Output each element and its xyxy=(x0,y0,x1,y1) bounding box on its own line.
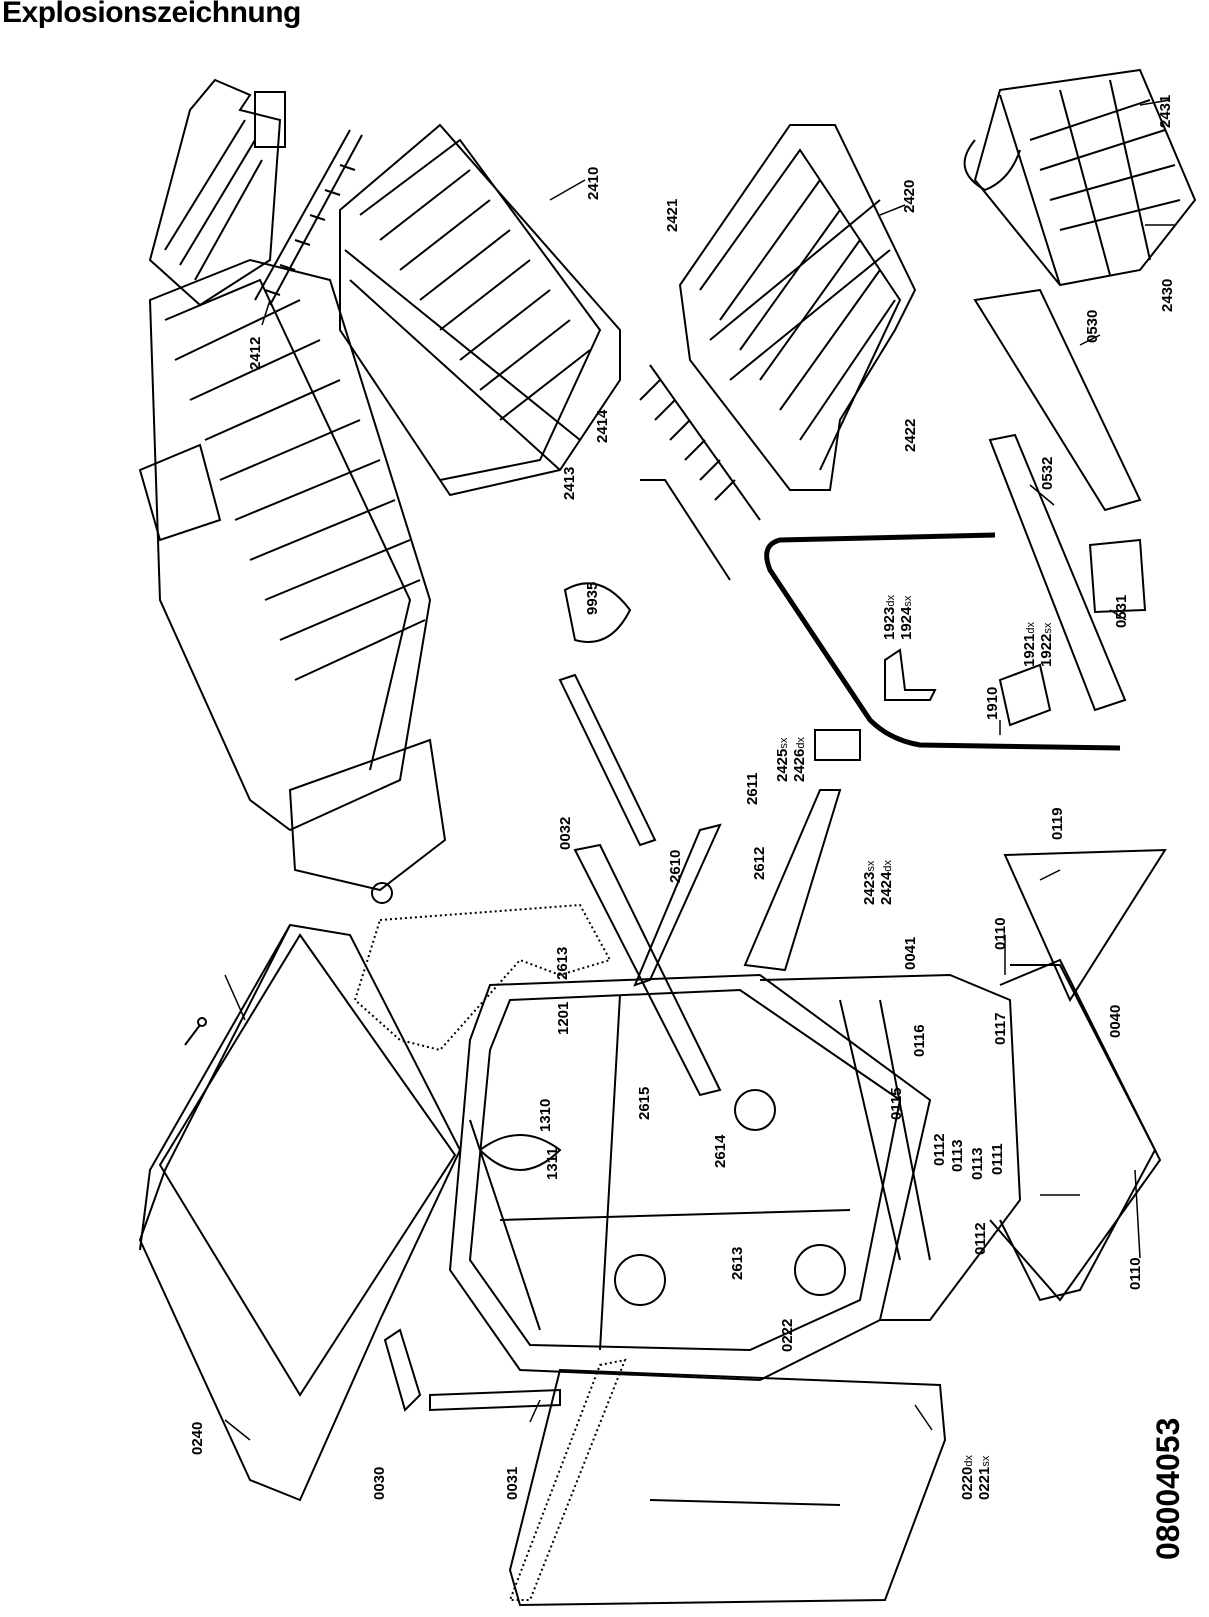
plinth-panels-drawing xyxy=(973,288,1147,712)
part-label-0112-lower: 0112 xyxy=(972,1222,989,1255)
part-label-0111: 0111 xyxy=(989,1143,1006,1175)
part-label-2611: 2611 xyxy=(744,772,761,805)
hinge-drawing xyxy=(383,1328,561,1412)
cutlery-basket-drawing xyxy=(963,68,1197,287)
part-suffix-1923: dx xyxy=(885,595,897,607)
part-label-0110-bottom: 0110 xyxy=(1127,1257,1144,1290)
strips-drawing xyxy=(558,673,842,1097)
part-label-0220-0221: 0220dx 0221sx xyxy=(959,1455,993,1500)
part-label-0115: 0115 xyxy=(888,1087,905,1120)
part-label-1923-1924: 1923dx 1924sx xyxy=(881,595,915,640)
part-label-2420: 2420 xyxy=(901,179,918,213)
part-label-0032: 0032 xyxy=(557,816,574,850)
part-label-1201: 1201 xyxy=(555,1001,572,1035)
part-suffix-2424: dx xyxy=(881,860,894,872)
part-label-2414: 2414 xyxy=(594,409,611,443)
part-label-2412: 2412 xyxy=(247,336,264,370)
part-suffix-1924: sx xyxy=(901,595,914,607)
part-label-0030: 0030 xyxy=(371,1466,388,1500)
part-label-1921-1922: 1921dx 1922sx xyxy=(1021,622,1055,667)
part-suffix-2425: sx xyxy=(778,737,790,749)
part-label-2613-top: 2613 xyxy=(554,946,571,980)
lower-basket-drawing xyxy=(138,258,447,904)
part-label-1910: 1910 xyxy=(984,686,1001,720)
part-label-0222: 0222 xyxy=(779,1318,796,1352)
part-suffix-0220: dx xyxy=(963,1455,975,1467)
part-label-0117: 0117 xyxy=(992,1012,1009,1045)
part-label-0532: 0532 xyxy=(1039,456,1056,490)
part-suffix-2426: dx xyxy=(794,737,807,749)
part-label-0116: 0116 xyxy=(911,1024,928,1057)
part-label-0040: 0040 xyxy=(1107,1004,1124,1038)
part-number-1922: 1922 xyxy=(1037,633,1055,667)
part-number-0220: 0220 xyxy=(959,1466,976,1500)
part-label-2425-2426: 2425sx 2426dx xyxy=(774,737,808,782)
part-label-2613-bottom: 2613 xyxy=(729,1246,746,1280)
cutlery-rack-drawing xyxy=(148,78,286,307)
part-label-0031: 0031 xyxy=(504,1466,521,1500)
part-label-0113-lower: 0113 xyxy=(969,1147,986,1180)
part-label-0113-upper: 0113 xyxy=(949,1139,966,1172)
part-suffix-0221: sx xyxy=(979,1455,992,1467)
part-label-0530: 0530 xyxy=(1084,309,1101,343)
part-suffix-1921: dx xyxy=(1025,622,1037,634)
part-label-2413: 2413 xyxy=(561,466,578,500)
document-number: 08004053 xyxy=(1150,1417,1186,1560)
base-plate-drawing xyxy=(989,958,1162,1302)
part-number-0221: 0221 xyxy=(975,1466,993,1500)
part-label-0240: 0240 xyxy=(189,1421,206,1455)
part-number-2425: 2425 xyxy=(774,748,791,782)
part-label-2422: 2422 xyxy=(902,418,919,452)
part-label-0119: 0119 xyxy=(1049,807,1066,840)
part-label-2610: 2610 xyxy=(667,849,684,883)
part-suffix-1922: sx xyxy=(1041,622,1054,634)
tine-strip-drawing xyxy=(254,129,363,306)
door-drawing xyxy=(138,923,462,1502)
part-label-2614: 2614 xyxy=(712,1134,729,1168)
part-label-9935: 9935 xyxy=(584,581,601,615)
tine-rack-drawing xyxy=(639,364,761,581)
part-number-1923: 1923 xyxy=(881,606,898,640)
part-label-0112-upper: 0112 xyxy=(931,1133,948,1166)
part-label-2430: 2430 xyxy=(1159,278,1176,312)
tub-frame-drawing xyxy=(448,973,932,1382)
part-label-2431: 2431 xyxy=(1157,94,1174,128)
hardware-bag-drawing xyxy=(1003,848,1167,1003)
part-label-2410: 2410 xyxy=(585,166,602,200)
lower-basket-2420-drawing xyxy=(678,124,917,491)
part-number-1924: 1924 xyxy=(897,606,915,640)
page-title: Explosionszeichnung xyxy=(2,0,301,29)
clips-drawing xyxy=(563,582,1052,761)
part-label-0041: 0041 xyxy=(902,936,919,970)
part-label-2423-2424: 2423sx 2424dx xyxy=(861,860,895,905)
part-number-2424: 2424 xyxy=(877,871,895,905)
part-label-2421: 2421 xyxy=(664,198,681,232)
leader-lines xyxy=(224,99,1176,1441)
part-label-1310: 1310 xyxy=(537,1098,554,1132)
part-number-2423: 2423 xyxy=(861,871,878,905)
door-liner-drawing xyxy=(353,903,612,1052)
part-label-0110-top: 0110 xyxy=(992,917,1009,950)
part-label-1311: 1311 xyxy=(544,1147,561,1180)
part-label-0531: 0531 xyxy=(1113,594,1130,628)
side-panel-drawing xyxy=(508,1358,947,1607)
part-suffix-2423: sx xyxy=(865,860,877,872)
part-number-1921: 1921 xyxy=(1021,633,1038,667)
part-label-2615: 2615 xyxy=(636,1086,653,1120)
part-label-2612: 2612 xyxy=(751,846,768,880)
part-number-2426: 2426 xyxy=(790,748,808,782)
upper-basket-drawing xyxy=(339,123,621,497)
screw-drawing xyxy=(184,1017,207,1046)
gasket-drawing xyxy=(764,532,1121,751)
